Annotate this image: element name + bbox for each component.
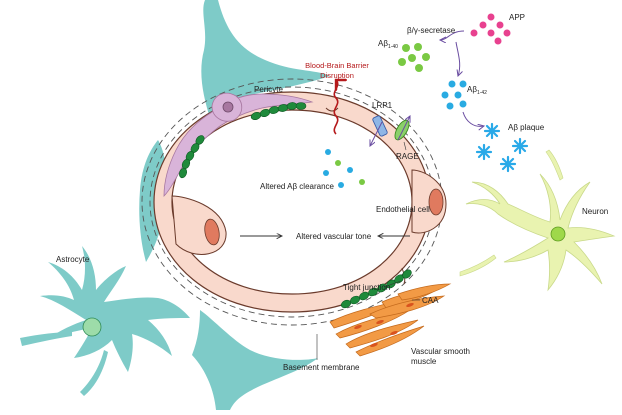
abeta142-to-plaque-arrow — [462, 111, 484, 126]
smooth-muscle-nuclei — [354, 302, 414, 348]
secretase-label: β/γ-secretase — [407, 26, 456, 35]
rage-leader — [403, 141, 407, 151]
endothelial-nucleus-left-top — [204, 218, 220, 246]
tight-junction-leader — [383, 280, 402, 288]
endothelial-cell-label: Endothelial cell — [376, 205, 430, 214]
secretase-to-abeta142-arrow — [455, 41, 460, 76]
pericyte-nucleus — [222, 101, 234, 113]
app-molecules — [470, 13, 511, 45]
abeta-plaque-icons — [475, 122, 529, 173]
neuron-label: Neuron — [582, 207, 608, 216]
vascular-smooth-muscle — [329, 283, 452, 357]
astrocyte-label: Astrocyte — [56, 255, 90, 264]
amyloid-deposit-top — [250, 102, 307, 121]
junction-gap-top — [325, 107, 339, 112]
app-label: APP — [509, 13, 525, 22]
pericyte-label: Pericyte — [254, 85, 283, 94]
vsm-label-line2: muscle — [411, 357, 437, 366]
astrocyte-nucleus — [82, 317, 102, 337]
bbb-label-line1: Blood-Brain Barrier — [305, 61, 369, 70]
altered-tone-label: Altered vascular tone — [296, 232, 372, 241]
endothelial-nucleus-right-top — [428, 188, 444, 216]
astrocyte-cell — [40, 246, 190, 372]
amyloid-deposit-bottom — [340, 269, 412, 309]
rage-label: RAGE — [396, 152, 419, 161]
abeta142-molecules — [441, 80, 467, 110]
bbb-disruption-wave — [333, 80, 337, 135]
bbb-label-line2: Disruption — [320, 71, 354, 80]
lrp1-arrow — [370, 121, 383, 146]
astrocyte-extra-processes — [20, 332, 108, 396]
neuron-cell — [465, 173, 616, 292]
vsm-label-line1: Vascular smooth — [411, 347, 470, 356]
endothelial-cell-left — [171, 195, 227, 255]
astrocyte-endfoot-bottom — [192, 310, 318, 410]
abeta140-molecules — [398, 43, 430, 72]
clearance-molecules — [323, 149, 365, 188]
abeta140-label: Aβ1-40 — [378, 39, 398, 50]
basement-membrane-label: Basement membrane — [283, 363, 360, 372]
tight-junction-label: Tight junction — [343, 283, 390, 292]
caa-label: CAA — [422, 296, 439, 305]
neuron-nucleus — [550, 226, 566, 242]
amyloid-deposit-left — [178, 135, 205, 179]
abeta-plaque-label: Aβ plaque — [508, 123, 545, 132]
lrp1-label: LRP1 — [372, 101, 393, 110]
altered-clearance-label: Altered Aβ clearance — [260, 182, 335, 191]
neuron-dendrite — [459, 149, 564, 277]
rage-arrow — [397, 116, 410, 141]
abeta142-label: Aβ1-42 — [467, 85, 487, 96]
secretase-split-arrow — [440, 30, 465, 40]
